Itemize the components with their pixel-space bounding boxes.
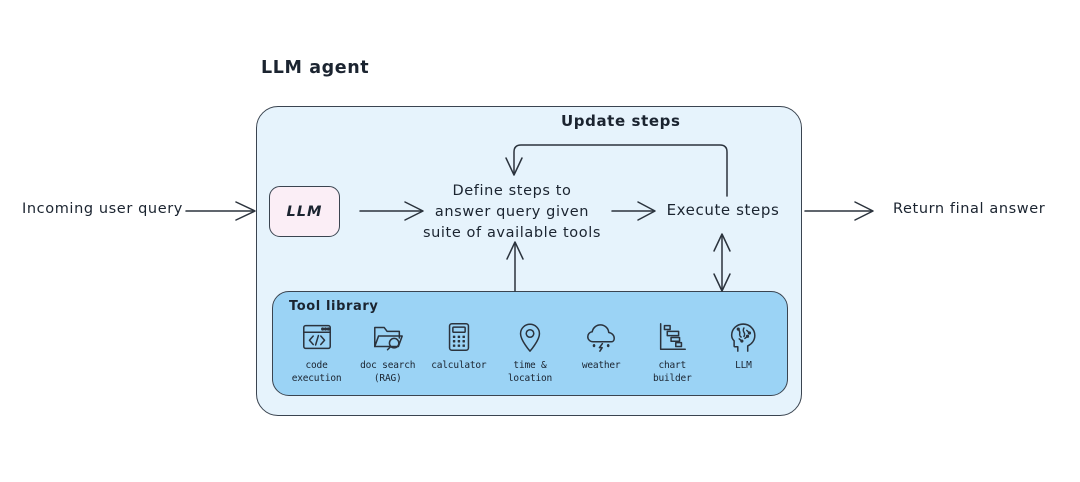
arrow-outgoing: [804, 201, 874, 221]
tool-item[interactable]: code execution: [281, 320, 352, 385]
tool-library-title: Tool library: [289, 299, 379, 314]
tool-item[interactable]: LLM: [708, 320, 779, 373]
code-window-icon: [302, 324, 331, 350]
tool-item-label: time & location: [507, 360, 553, 384]
tool-library-panel: Tool library code execution doc search (…: [272, 291, 788, 396]
map-pin-icon: [519, 323, 541, 352]
brain-head-icon: [731, 323, 756, 352]
update-steps-label: Update steps: [561, 112, 681, 130]
tool-item[interactable]: doc search (RAG): [352, 320, 423, 385]
llm-node-label: LLM: [286, 203, 323, 220]
tool-item-label: chart builder: [652, 360, 692, 384]
tool-item-label: calculator: [431, 360, 487, 371]
tool-item-label: weather: [581, 360, 621, 371]
cloud-storm-icon: [587, 324, 616, 352]
llm-node-box: LLM: [269, 186, 340, 237]
tool-item-label: code execution: [291, 360, 342, 384]
folder-search-icon: [373, 326, 403, 351]
execute-steps-node: Execute steps: [666, 201, 780, 219]
tool-item-label: LLM: [735, 360, 752, 371]
arrow-incoming: [185, 201, 256, 221]
tool-item[interactable]: calculator: [423, 320, 494, 373]
bar-chart-icon: [660, 323, 687, 351]
tool-list: code execution doc search (RAG) calcula: [281, 320, 779, 385]
calculator-icon: [448, 323, 470, 351]
tool-item[interactable]: chart builder: [637, 320, 708, 385]
tool-item[interactable]: weather: [566, 320, 637, 373]
define-steps-node: Define steps to answer query given suite…: [422, 183, 602, 241]
incoming-query-label: Incoming user query: [22, 201, 183, 217]
return-answer-label: Return final answer: [893, 201, 1046, 217]
page-title: LLM agent: [261, 58, 370, 78]
tool-item[interactable]: time & location: [494, 320, 565, 385]
tool-item-label: doc search (RAG): [360, 360, 416, 384]
